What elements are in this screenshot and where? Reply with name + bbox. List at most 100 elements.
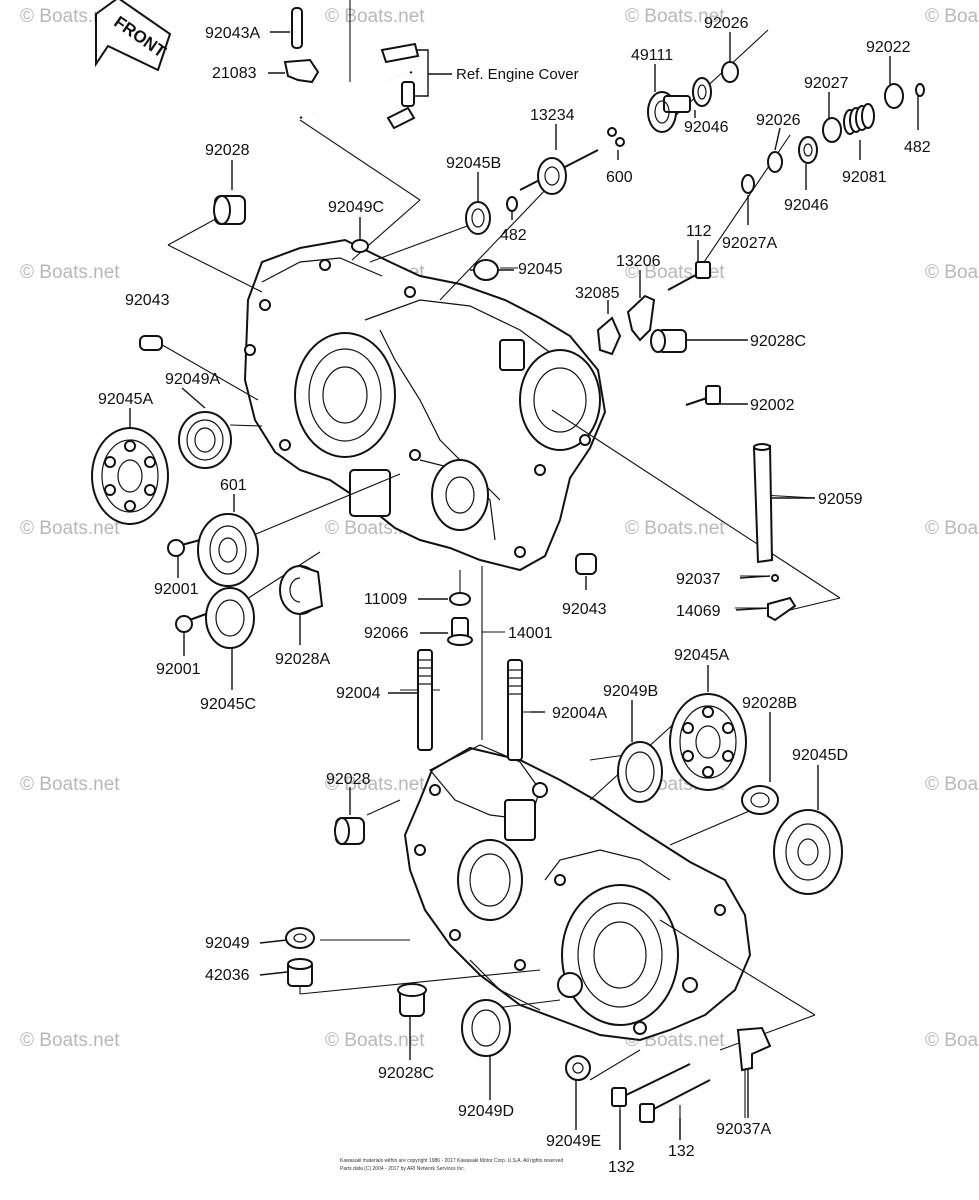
part-label: 92045 bbox=[518, 261, 563, 278]
watermark: © Boats.net bbox=[20, 774, 120, 795]
watermark: © Boats.net bbox=[325, 6, 425, 27]
watermark: © Boats.net bbox=[925, 1030, 979, 1051]
part-label: 92059 bbox=[818, 491, 863, 508]
seal-92049d bbox=[461, 999, 511, 1057]
part-label: 92028C bbox=[750, 333, 806, 350]
seal-92049a bbox=[178, 411, 232, 469]
upper-crankcase-half bbox=[243, 238, 607, 572]
part-label: 92022 bbox=[866, 39, 911, 56]
part-label: 42036 bbox=[205, 967, 250, 984]
lever-21083 bbox=[283, 58, 320, 84]
part-label: 92028B bbox=[742, 695, 797, 712]
bushing-92028b bbox=[741, 785, 779, 815]
part-label: 92081 bbox=[842, 169, 887, 186]
part-label: 92027 bbox=[804, 75, 849, 92]
part-label: 92045D bbox=[792, 747, 848, 764]
bushing-92028-top bbox=[213, 195, 246, 225]
part-label: 13206 bbox=[616, 253, 661, 270]
watermark: © Boats.net bbox=[325, 1030, 425, 1051]
bolt-132-b bbox=[639, 1079, 711, 1123]
part-label: 92028 bbox=[326, 771, 371, 788]
part-label: 14069 bbox=[676, 603, 721, 620]
part-number-labels: 92043A 21083 Ref. Engine Cover 92028 920… bbox=[98, 15, 931, 1176]
bearing-92045a-left bbox=[91, 427, 169, 525]
part-label: 92049 bbox=[205, 935, 250, 952]
part-label: 11009 bbox=[364, 591, 407, 608]
bearing-92045d bbox=[773, 809, 843, 895]
bearing-92045a-right bbox=[669, 693, 747, 791]
part-label: 92043 bbox=[562, 601, 607, 618]
part-label: 92037A bbox=[716, 1121, 771, 1138]
part-label: 14001 bbox=[508, 625, 553, 642]
part-label: 600 bbox=[606, 169, 633, 186]
part-label: 92028 bbox=[205, 142, 250, 159]
leader-lines bbox=[144, 0, 841, 1150]
part-label: 92043A bbox=[205, 25, 260, 42]
part-label: 92037 bbox=[676, 571, 721, 588]
part-shapes bbox=[91, 7, 925, 1123]
seal-92049b bbox=[617, 741, 663, 803]
bracket-92037a bbox=[736, 1026, 772, 1072]
part-label: 92026 bbox=[704, 15, 749, 32]
part-label: 601 bbox=[220, 477, 247, 494]
part-label: 13234 bbox=[530, 107, 575, 124]
part-label: 32085 bbox=[575, 285, 620, 302]
part-label: 92049D bbox=[458, 1103, 514, 1120]
watermark: © Boats.net bbox=[925, 774, 979, 795]
part-label: 92046 bbox=[784, 197, 829, 214]
seal-92049e bbox=[565, 1055, 591, 1081]
part-label: 92049B bbox=[603, 683, 658, 700]
part-label: 92046 bbox=[684, 119, 729, 136]
front-arrow: FRONT bbox=[95, 0, 172, 72]
reference-note: Ref. Engine Cover bbox=[456, 66, 579, 83]
part-label: 92049C bbox=[328, 199, 384, 216]
part-label: 21083 bbox=[212, 65, 257, 82]
part-label: 92045A bbox=[674, 647, 729, 664]
part-label: 92001 bbox=[156, 661, 201, 678]
part-label: 92049A bbox=[165, 371, 220, 388]
watermark: © Boats.net bbox=[925, 262, 979, 283]
pin-92043a bbox=[291, 7, 303, 49]
part-label: 132 bbox=[608, 1159, 635, 1176]
watermark: © Boats.net bbox=[20, 262, 120, 283]
bolt-132-a bbox=[611, 1063, 691, 1107]
part-label: 92028A bbox=[275, 651, 330, 668]
spring-92081 bbox=[843, 103, 875, 135]
watermark: © Boats.net bbox=[925, 518, 979, 539]
part-label: 92045C bbox=[200, 696, 256, 713]
bearing-601 bbox=[197, 513, 259, 587]
part-label: 92045B bbox=[446, 155, 501, 172]
part-label: 92049E bbox=[546, 1133, 601, 1150]
part-label: 482 bbox=[500, 227, 527, 244]
watermark: © Boats.net bbox=[20, 518, 120, 539]
part-label: 132 bbox=[668, 1143, 695, 1160]
shaft-13234 bbox=[519, 149, 599, 195]
part-label: 112 bbox=[686, 223, 712, 240]
copyright-line: Kawasaki materials within are copyright … bbox=[340, 1158, 563, 1164]
part-label: 92045A bbox=[98, 391, 153, 408]
part-label: 92026 bbox=[756, 112, 801, 129]
copyright-notice: Kawasaki materials within are copyright … bbox=[340, 1158, 563, 1172]
stud-92004a bbox=[507, 659, 523, 761]
bushing-92028-low bbox=[334, 817, 365, 845]
part-label: 92001 bbox=[154, 581, 199, 598]
part-label: 92004 bbox=[336, 685, 381, 702]
part-label: 92043 bbox=[125, 292, 170, 309]
part-label: 482 bbox=[904, 139, 931, 156]
part-label: 92066 bbox=[364, 625, 409, 642]
bearing-92045c bbox=[205, 587, 255, 649]
watermark: © Boats.net bbox=[625, 6, 725, 27]
part-label: 92027A bbox=[722, 235, 777, 252]
lower-crankcase-half bbox=[403, 744, 752, 1042]
stud-92004 bbox=[417, 649, 433, 751]
part-label: 92028C bbox=[378, 1065, 434, 1082]
watermark: © Boats.net bbox=[20, 1030, 120, 1051]
copyright-line: Parts data (C) 2004 - 2017 by ARI Networ… bbox=[340, 1166, 465, 1172]
watermark: © Boats.net bbox=[925, 6, 979, 27]
part-label: 92002 bbox=[750, 397, 795, 414]
part-label: 92004A bbox=[552, 705, 607, 722]
part-label: 49111 bbox=[631, 47, 673, 64]
impeller-49111 bbox=[647, 91, 691, 133]
watermark: © Boats.net bbox=[625, 518, 725, 539]
bushing-92028a bbox=[279, 565, 324, 615]
